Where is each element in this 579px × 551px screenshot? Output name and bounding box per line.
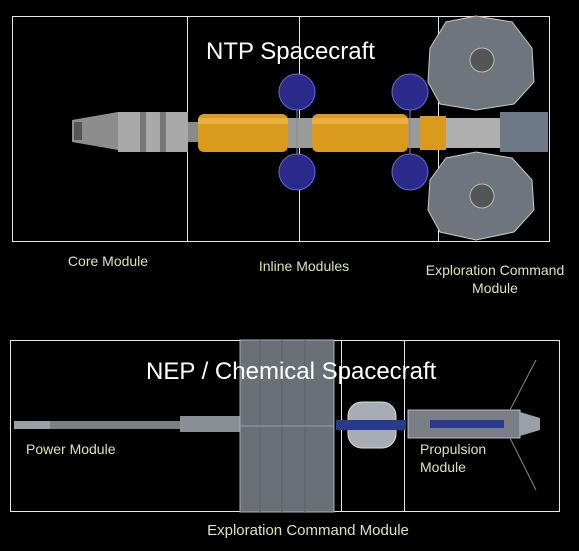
nep-power-truss <box>14 421 244 429</box>
nep-radiator-panel <box>239 339 335 513</box>
ntp-inline-modules-label: Inline Modules <box>258 258 350 274</box>
ntp-solar-array-icons <box>278 73 429 191</box>
nep-exploration-module-label: Exploration Command Module <box>207 522 409 539</box>
nep-command-module <box>336 401 406 449</box>
ntp-title: NTP Spacecraft <box>206 38 375 65</box>
ntp-exploration-module-label: Exploration Command Module <box>425 262 565 296</box>
nep-propulsion-stage <box>407 359 540 491</box>
ntp-habitat-hull <box>446 118 506 148</box>
ntp-engine-nozzle <box>72 112 188 152</box>
ntp-truss <box>188 122 200 142</box>
nep-propulsion-module-label: Propulsion Module <box>420 441 487 475</box>
nep-title: NEP / Chemical Spacecraft <box>146 358 437 385</box>
ntp-large-solar-arrays <box>427 15 535 241</box>
ntp-docking-module <box>500 112 548 152</box>
ntp-tank-connector <box>288 118 312 148</box>
ntp-core-module-label: Core Module <box>67 253 149 269</box>
nep-power-module-label: Power Module <box>26 441 116 457</box>
